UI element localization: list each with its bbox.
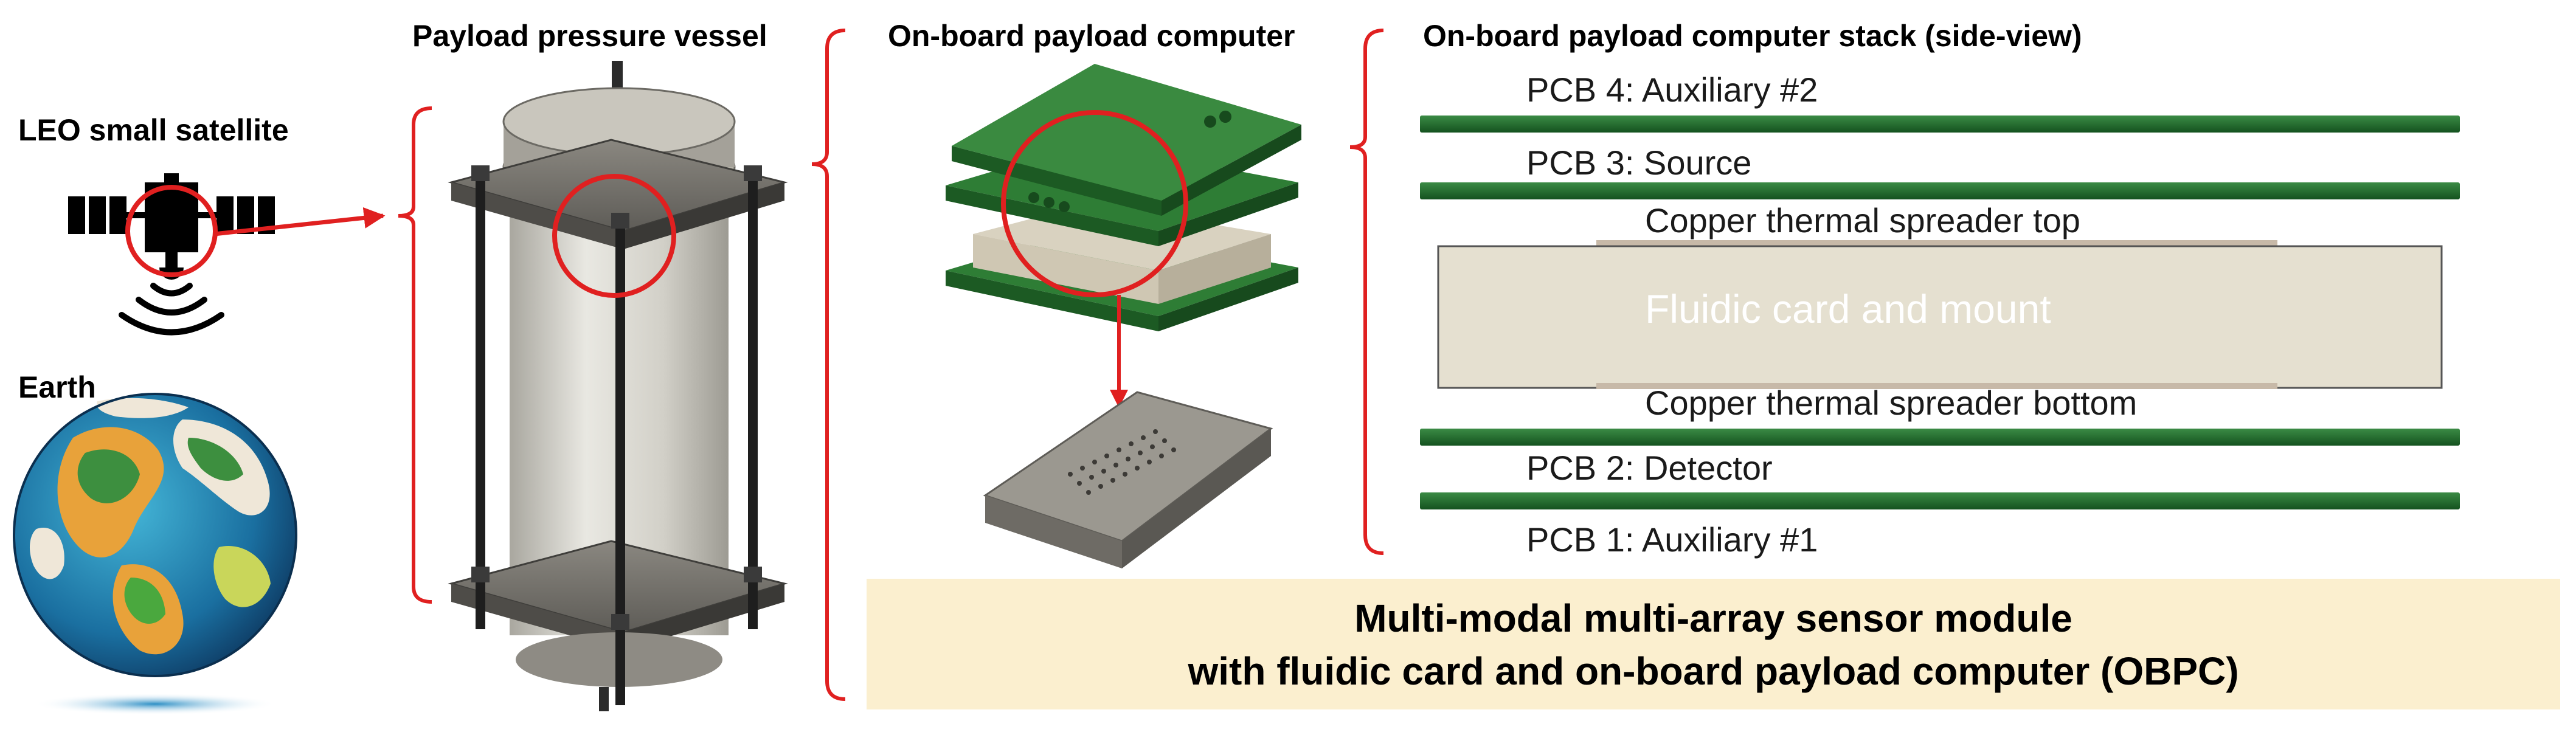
copper-bottom-plate [1596,383,2277,389]
satellite-highlight-circle [125,185,218,277]
satellite-to-vessel-arrow [213,207,386,236]
module-banner: Multi-modal multi-array sensor module wi… [867,579,2560,709]
vessel-highlight-circle [552,174,676,298]
vessel-bracket [398,106,432,604]
pcb3-label: PCB 3: Source [1526,143,1752,182]
pcb1-board [1420,492,2460,509]
pcb1-label: PCB 1: Auxiliary #1 [1526,520,1818,559]
obpc-label: On-board payload computer [888,19,1295,53]
stack-bracket [1349,29,1384,555]
earth-label: Earth [18,370,96,404]
pcb4-board [1420,116,2460,133]
earth-globe-icon [13,393,297,715]
pcb2-label: PCB 2: Detector [1526,449,1773,487]
copper-top-label: Copper thermal spreader top [1645,201,2080,240]
stack-side-view [1420,116,2460,509]
pcb2-board [1420,429,2460,446]
pcb3-board [1420,182,2460,199]
obpc-render [946,64,1301,331]
satellite-label: LEO small satellite [18,113,289,147]
copper-top-plate [1596,240,2277,246]
stack-label: On-board payload computer stack (side-vi… [1423,19,2082,53]
fluidic-label: Fluidic card and mount [1645,286,2051,331]
obpc-bracket [811,29,846,701]
banner-line-2: with fluidic card and on-board payload c… [1188,649,2239,693]
fluidic-card-render [983,391,1273,568]
banner-line-1: Multi-modal multi-array sensor module [1354,596,2072,640]
satellite-icon [68,173,275,280]
pcb4-label: PCB 4: Auxiliary #2 [1526,71,1818,109]
pressure-vessel-render [448,61,788,711]
obpc-highlight-circle [1001,110,1188,297]
signal-waves-icon [119,283,224,336]
vessel-label: Payload pressure vessel [412,19,767,53]
copper-bottom-label: Copper thermal spreader bottom [1645,384,2138,422]
